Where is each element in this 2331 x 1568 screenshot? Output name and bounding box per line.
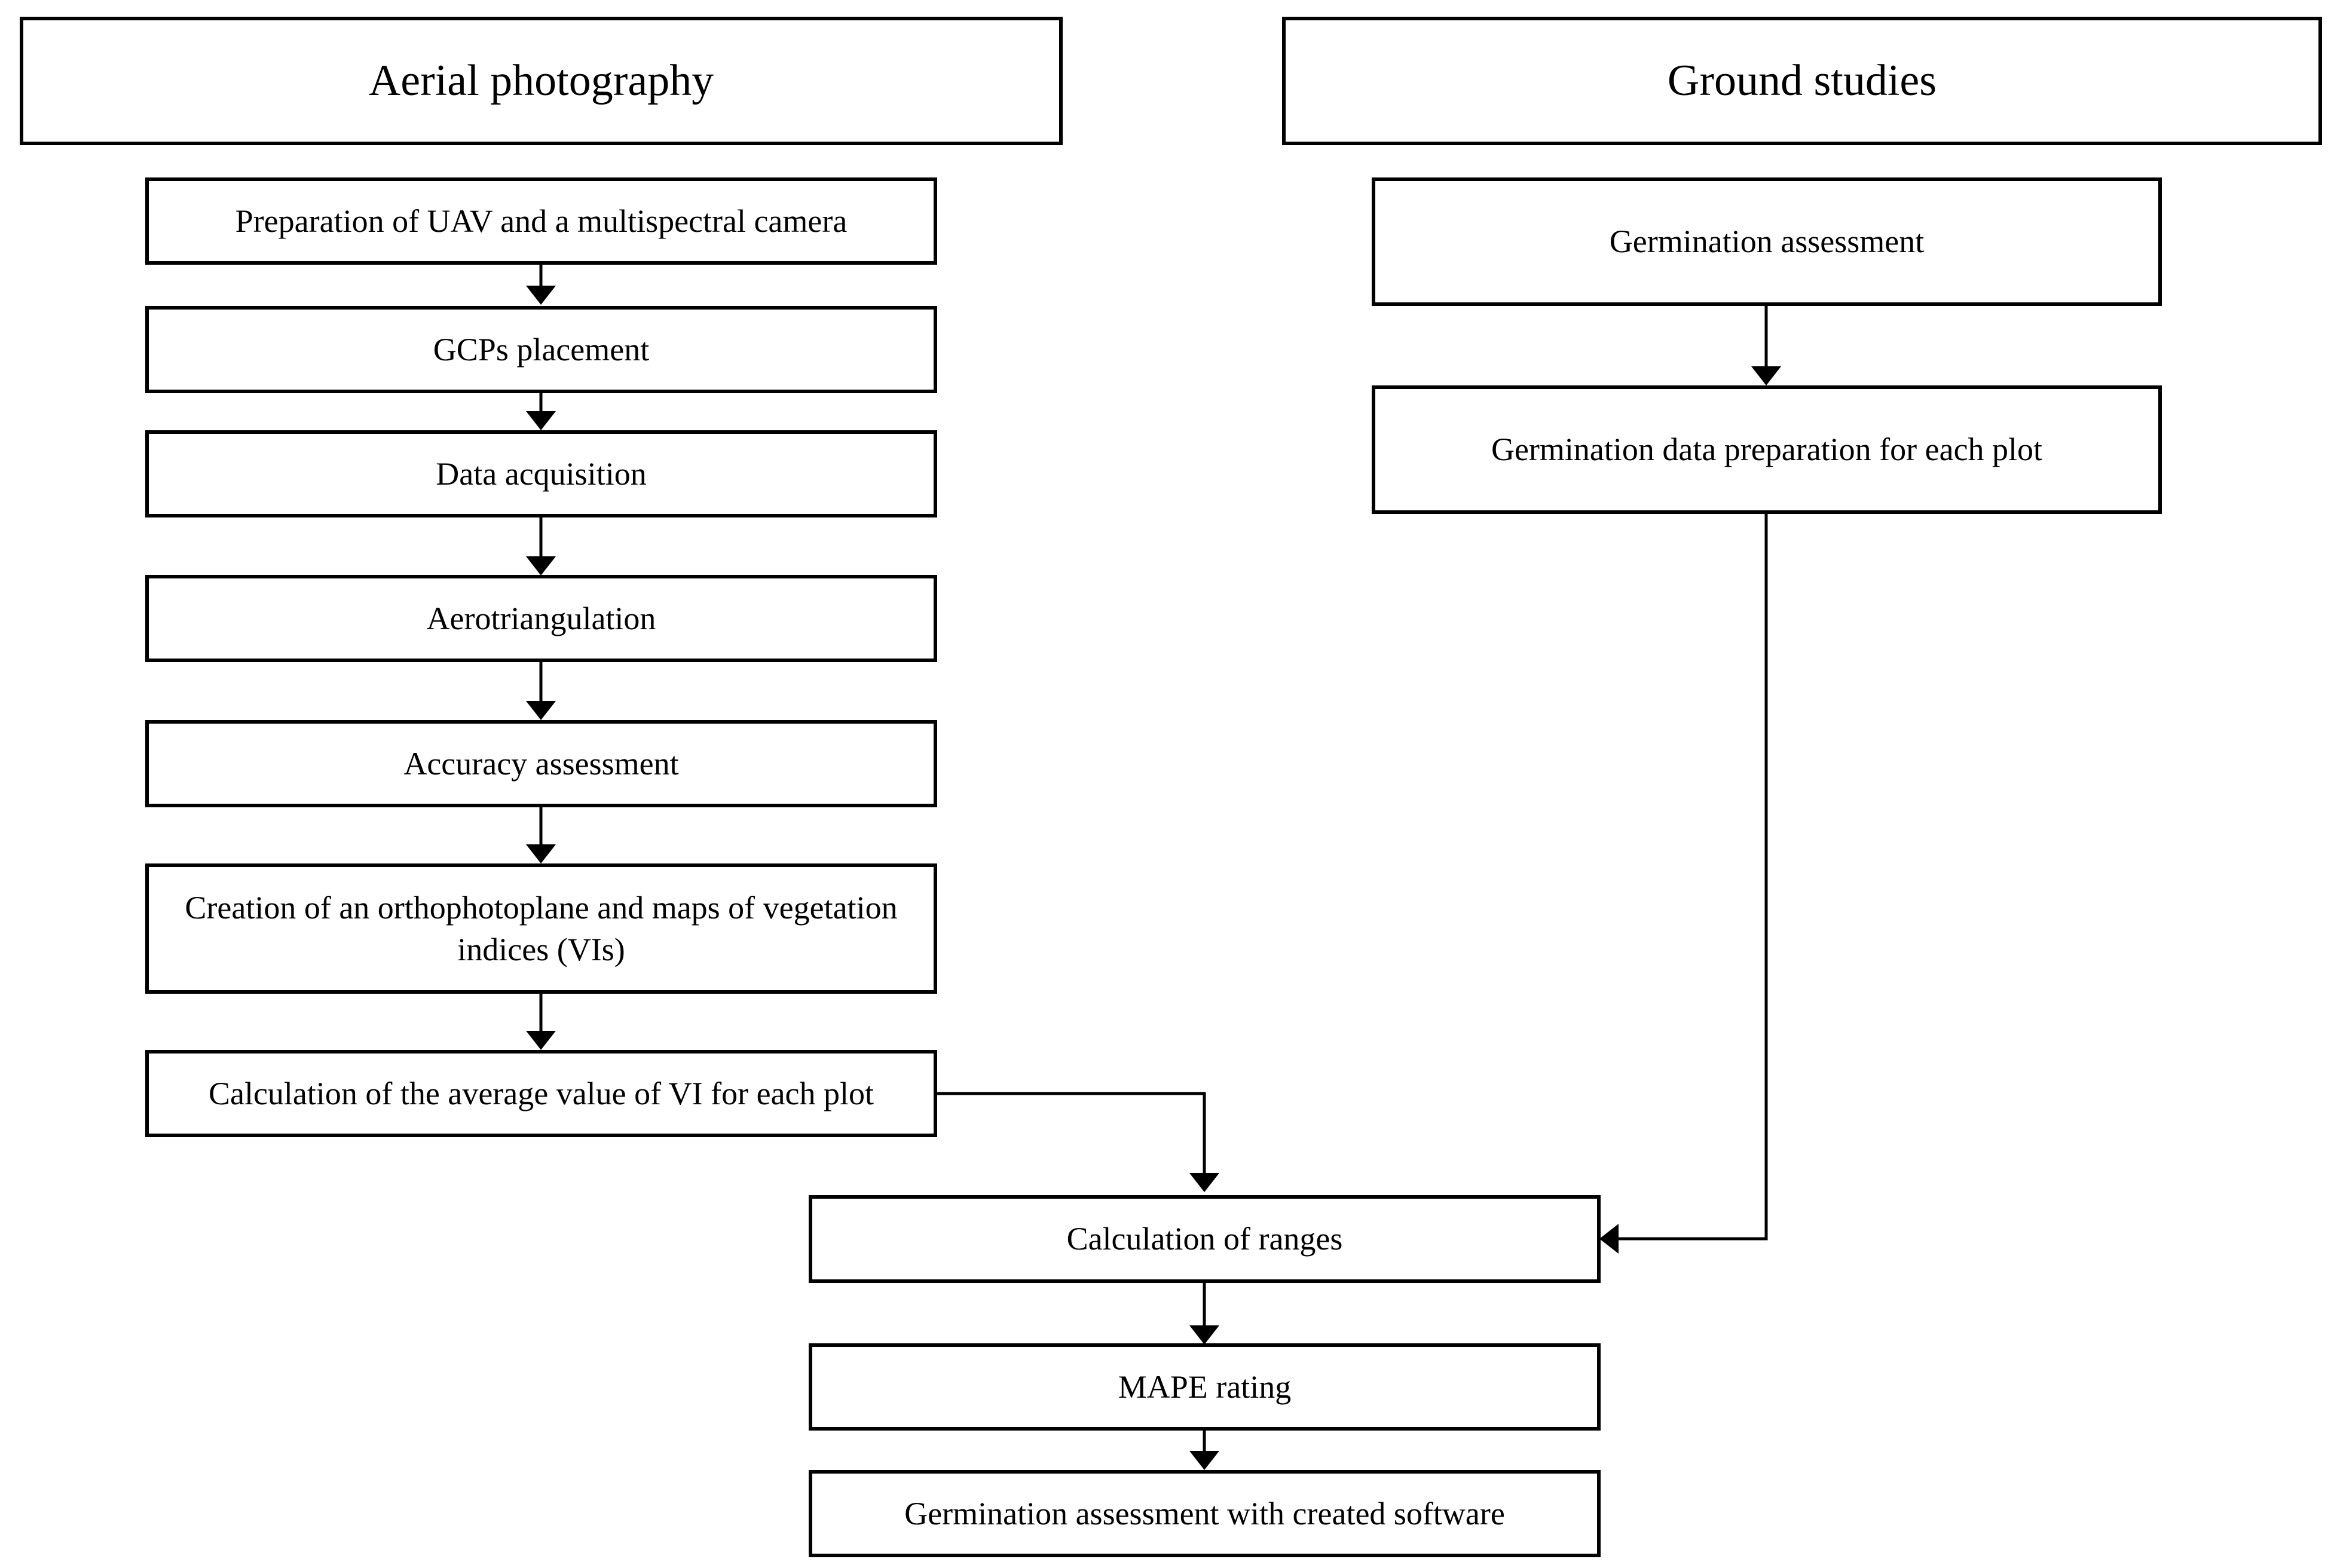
step-label: Data acquisition — [436, 455, 647, 492]
arrow-average-to-ranges — [935, 1092, 1206, 1189]
arrowhead-uav-to-gcp — [526, 286, 556, 305]
arrowhead-gcp-to-acquisition — [526, 411, 556, 430]
step-aerotriangulation: Aerotriangulation — [145, 575, 937, 662]
step-label: Calculation of the average value of VI f… — [208, 1075, 874, 1111]
aerial-photography-title: Aerial photography — [368, 56, 714, 106]
step-germination-assessment: Germination assessment — [1372, 177, 2162, 306]
ground-studies-header: Ground studies — [1282, 17, 2322, 145]
arrow-preparation-to-ranges — [1614, 512, 1768, 1241]
arrowhead-germination-to-preparation — [1751, 366, 1781, 385]
arrowhead-average-to-ranges — [1189, 1173, 1219, 1192]
step-label: Calculation of ranges — [1066, 1221, 1343, 1257]
aerial-photography-header: Aerial photography — [20, 17, 1063, 145]
ground-studies-title: Ground studies — [1667, 56, 1937, 106]
step-label: Germination data preparation for each pl… — [1491, 431, 2043, 468]
arrowhead-acquisition-to-aerotriangulation — [526, 556, 556, 575]
step-orthophotoplane-creation: Creation of an orthophotoplane and maps … — [145, 863, 937, 994]
step-average-vi-calculation: Calculation of the average value of VI f… — [145, 1050, 937, 1137]
step-label: MAPE rating — [1118, 1368, 1292, 1405]
arrowhead-orthophoto-to-average — [526, 1031, 556, 1050]
step-label: GCPs placement — [433, 331, 650, 368]
arrowhead-ranges-to-mape — [1189, 1325, 1219, 1345]
arrowhead-preparation-to-ranges — [1599, 1224, 1619, 1254]
arrowhead-aerotriangulation-to-accuracy — [526, 701, 556, 720]
step-software-germination-assessment: Germination assessment with created soft… — [809, 1470, 1601, 1557]
step-label: Preparation of UAV and a multispectral c… — [235, 203, 848, 239]
step-calculation-of-ranges: Calculation of ranges — [809, 1195, 1601, 1283]
step-data-acquisition: Data acquisition — [145, 430, 937, 517]
step-accuracy-assessment: Accuracy assessment — [145, 720, 937, 807]
arrowhead-mape-to-software — [1189, 1451, 1219, 1470]
step-label: Aerotriangulation — [426, 600, 656, 636]
step-label: Accuracy assessment — [403, 745, 679, 782]
step-uav-preparation: Preparation of UAV and a multispectral c… — [145, 177, 937, 265]
step-mape-rating: MAPE rating — [809, 1343, 1601, 1431]
step-label: Germination assessment with created soft… — [904, 1495, 1505, 1532]
step-germination-data-preparation: Germination data preparation for each pl… — [1372, 385, 2162, 514]
step-label: Creation of an orthophotoplane and maps … — [185, 889, 898, 967]
step-label: Germination assessment — [1609, 223, 1925, 260]
step-gcps-placement: GCPs placement — [145, 306, 937, 393]
arrowhead-accuracy-to-orthophoto — [526, 844, 556, 863]
